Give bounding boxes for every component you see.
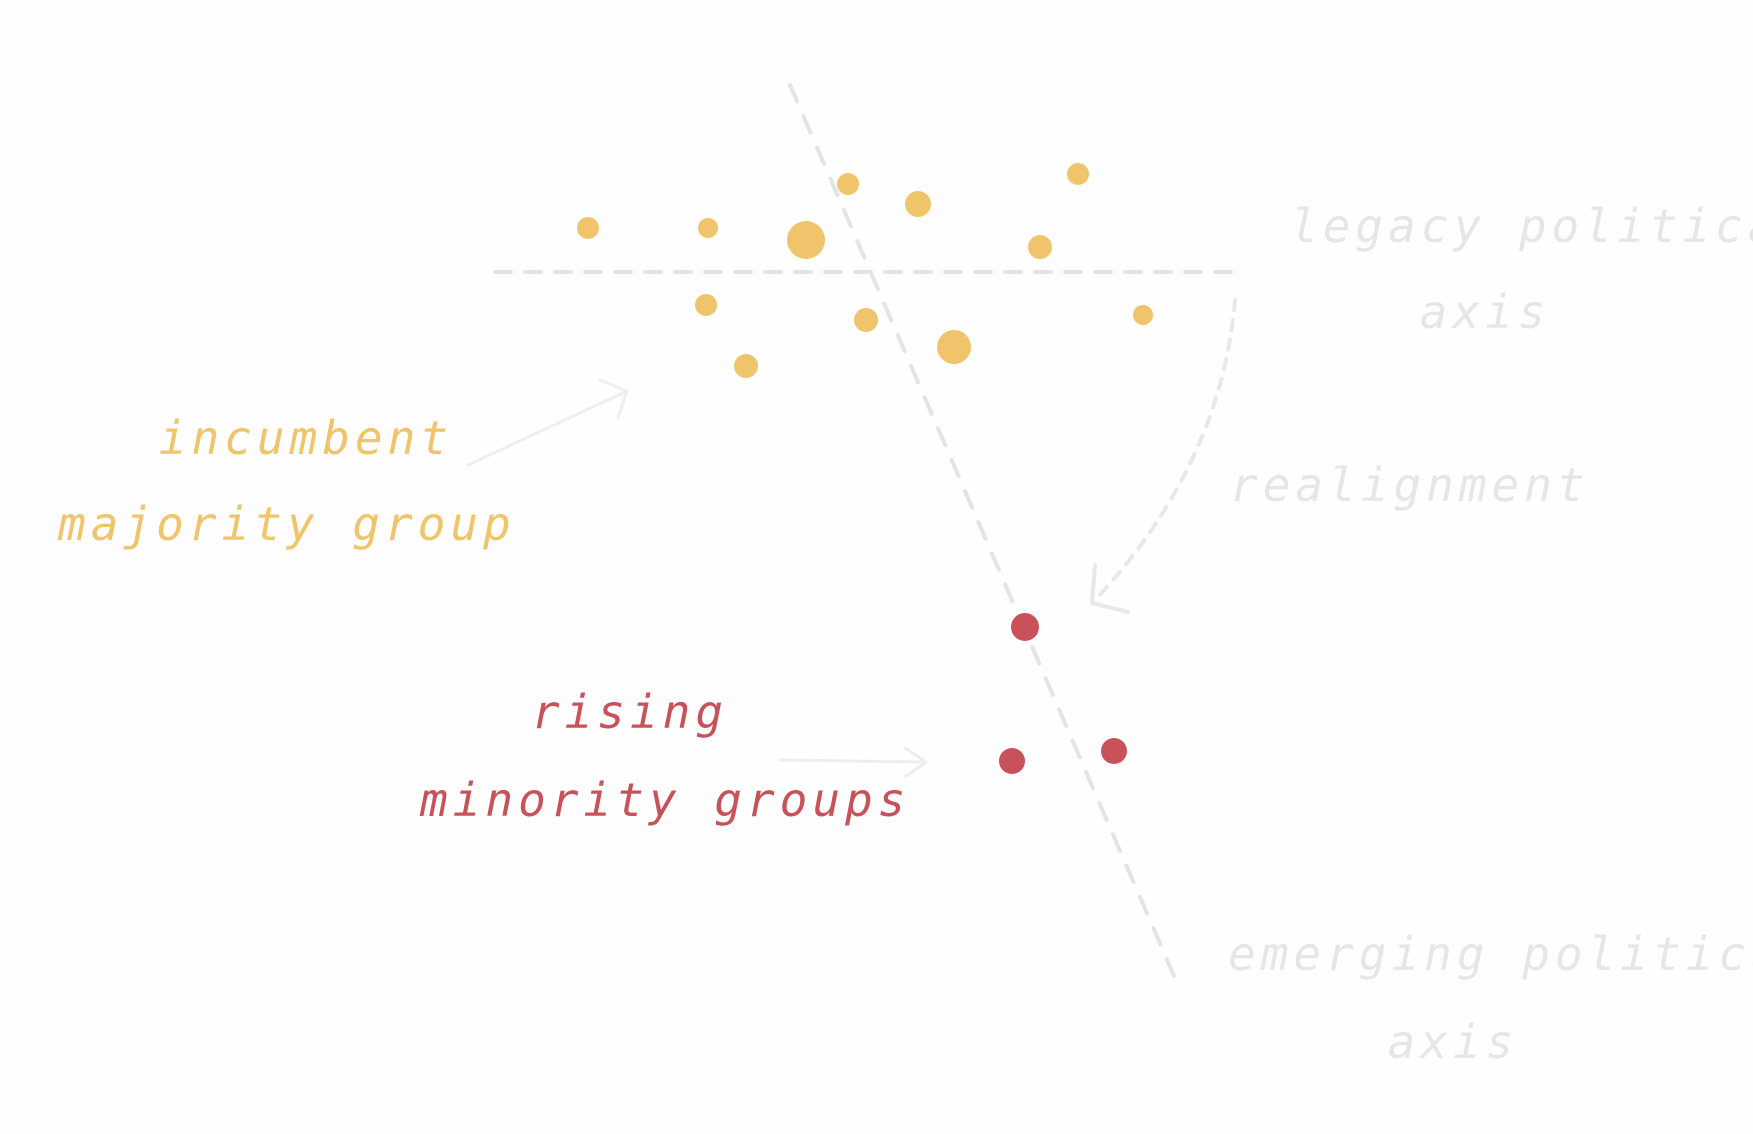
majority-pointer-arrowhead: [598, 378, 629, 420]
emerging-label-line1: emerging political: [1228, 927, 1753, 981]
majority-label-line2: majority group: [58, 497, 516, 551]
minority-label-line2: minority groups: [420, 773, 911, 827]
minority-dot: [1101, 738, 1127, 764]
majority-dot: [695, 294, 717, 316]
majority-dot: [698, 218, 718, 238]
majority-label-line1: incumbent: [158, 411, 453, 465]
minority-dot: [1011, 613, 1039, 641]
minority-label-line1: rising: [531, 685, 729, 739]
majority-dot: [905, 191, 931, 217]
majority-dot: [734, 354, 758, 378]
minority-dot: [999, 748, 1025, 774]
emerging-axis-line: [788, 83, 1182, 992]
majority-dot: [1133, 305, 1153, 325]
realignment-label-text: realignment: [1230, 458, 1590, 512]
majority-pointer-arrow: [466, 390, 627, 467]
minority-pointer-arrow: [778, 758, 927, 764]
realignment-arrow: [1093, 298, 1237, 602]
minority-groups-label: rising minority groups: [420, 668, 911, 844]
realignment-label: realignment: [1230, 455, 1590, 515]
majority-dot: [787, 221, 825, 259]
minority-pointer-arrowhead: [903, 746, 928, 778]
majority-group-label: incumbent majority group: [58, 395, 516, 567]
majority-dots: [577, 163, 1153, 378]
majority-dot: [577, 217, 599, 239]
majority-dot: [837, 173, 859, 195]
legacy-label-line1: legacy political: [1290, 199, 1753, 253]
majority-dot: [937, 330, 971, 364]
minority-dots: [999, 613, 1127, 774]
legacy-label-line2: axis: [1419, 285, 1551, 339]
emerging-axis-label: emerging political axis: [1228, 910, 1753, 1086]
majority-dot: [1028, 235, 1052, 259]
realignment-arrowhead: [1090, 563, 1130, 614]
legacy-axis-label: legacy political axis: [1290, 183, 1753, 355]
majority-dot: [1067, 163, 1089, 185]
emerging-label-line2: axis: [1387, 1015, 1519, 1069]
majority-dot: [854, 308, 878, 332]
